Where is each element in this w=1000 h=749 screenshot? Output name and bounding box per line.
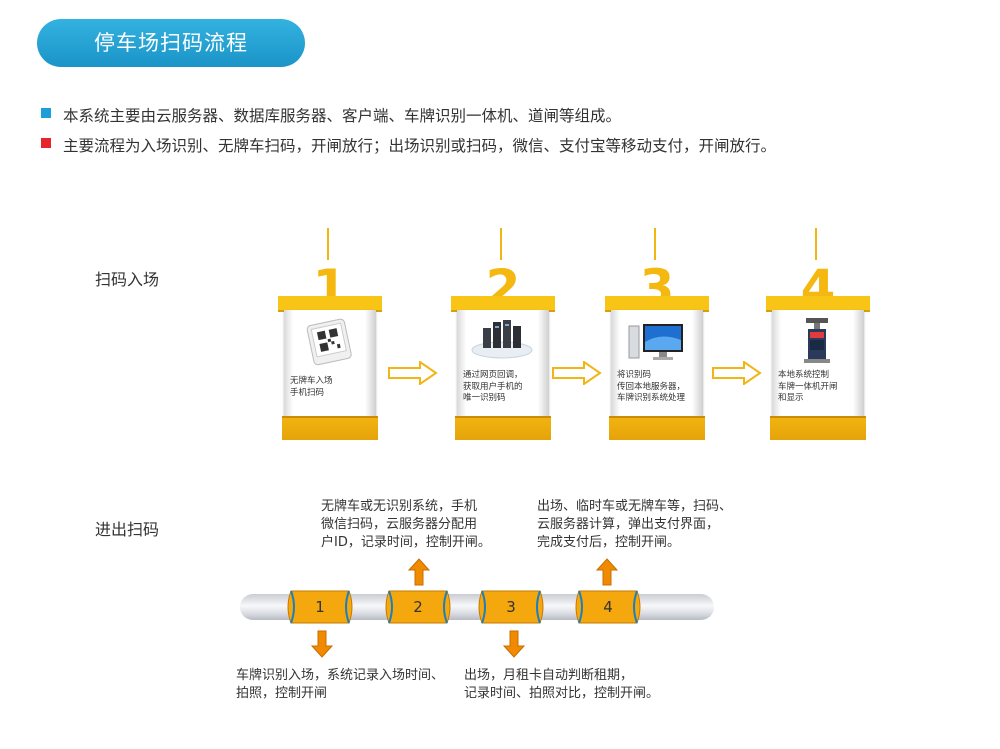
step-card-3: 3 将识别码 传回本地服务器， 车牌识别系统处理 — [605, 228, 709, 450]
caption-line: 将识别码 — [617, 370, 652, 380]
joint-number: 3 — [506, 598, 516, 616]
joint-number: 1 — [315, 598, 325, 616]
step-caption: 无牌车入场 手机扫码 — [290, 376, 376, 399]
red-square-icon — [41, 138, 51, 148]
tablet-qr-icon — [306, 318, 352, 366]
gate-camera-icon — [804, 318, 830, 363]
section-label-scan-in-out: 进出扫码 — [95, 520, 160, 539]
step-card-1: 1 无牌车入场 手机扫码 — [278, 228, 382, 450]
step-caption: 将识别码 传回本地服务器， 车牌识别系统处理 — [617, 370, 703, 405]
step-caption: 本地系统控制 车牌一体机开闸 和显示 — [778, 370, 864, 405]
caption-line: 手机扫码 — [290, 387, 325, 398]
caption-line: 获取用户手机的 — [463, 381, 523, 392]
right-arrow-icon — [388, 361, 438, 385]
note-line: 云服务器计算，弹出支付界面， — [537, 517, 720, 532]
step-bottom-bar — [770, 416, 866, 440]
down-arrow-icon — [311, 630, 333, 658]
caption-line: 本地系统控制 — [778, 370, 830, 380]
up-arrow-icon — [408, 558, 430, 586]
note-line: 出场，月租卡自动判断租期， — [464, 668, 634, 683]
step-card-4: 4 本地系统控制 车牌一体机开闸 和显示 — [766, 228, 870, 450]
pipe-joint-2 — [385, 590, 451, 624]
pipe-joint-3 — [478, 590, 544, 624]
caption-line: 传回本地服务器， — [617, 381, 686, 392]
step-connector-line — [654, 228, 656, 260]
down-arrow-icon — [503, 630, 525, 658]
note-line: 拍照，控制开闸 — [236, 686, 328, 701]
note-line: 记录时间、拍照对比，控制开闸。 — [464, 686, 660, 701]
note-line: 微信扫码，云服务器分配用 — [321, 517, 478, 532]
page-title: 停车场扫码流程 — [37, 19, 305, 67]
caption-line: 唯一识别码 — [463, 393, 506, 403]
step-card-2: 2 通过网页回调， 获取用户手机的 唯一识别码 — [451, 228, 555, 450]
step-bottom-bar — [609, 416, 705, 440]
note-line: 无牌车或无识别系统，手机 — [321, 499, 478, 514]
note-line: 出场、临时车或无牌车等，扫码、 — [537, 499, 733, 514]
right-arrow-icon — [712, 361, 762, 385]
step-connector-line — [327, 228, 329, 260]
section-label-scan-entry: 扫码入场 — [95, 270, 160, 289]
caption-line: 车牌一体机开闸 — [778, 381, 838, 392]
pipe-joint-1 — [287, 590, 353, 624]
note-scan-entry: 无牌车或无识别系统，手机 微信扫码，云服务器分配用 户ID，记录时间，控制开闸。 — [321, 498, 491, 552]
note-scan-exit: 出场、临时车或无牌车等，扫码、 云服务器计算，弹出支付界面， 完成支付后，控制开… — [537, 498, 732, 552]
step-bottom-bar — [455, 416, 551, 440]
note-line: 户ID，记录时间，控制开闸。 — [321, 535, 491, 550]
blue-square-icon — [41, 108, 51, 118]
step-connector-line — [500, 228, 502, 260]
up-arrow-icon — [596, 558, 618, 586]
caption-line: 无牌车入场 — [290, 376, 333, 386]
joint-number: 4 — [603, 598, 613, 616]
computer-icon — [628, 324, 683, 360]
note-plate-entry: 车牌识别入场，系统记录入场时间、 拍照，控制开闸 — [236, 667, 444, 703]
caption-line: 通过网页回调， — [463, 370, 523, 380]
note-line: 车牌识别入场，系统记录入场时间、 — [236, 668, 445, 683]
right-arrow-icon — [552, 361, 602, 385]
bullet-text: 本系统主要由云服务器、数据库服务器、客户端、车牌识别一体机、道闸等组成。 — [63, 107, 622, 125]
step-connector-line — [815, 228, 817, 260]
note-monthly-exit: 出场，月租卡自动判断租期， 记录时间、拍照对比，控制开闸。 — [464, 667, 659, 703]
joint-number: 2 — [413, 598, 423, 616]
pipe-joint-4 — [575, 590, 641, 624]
step-caption: 通过网页回调， 获取用户手机的 唯一识别码 — [463, 370, 549, 405]
note-line: 完成支付后，控制开闸。 — [537, 535, 681, 550]
cloud-servers-icon — [471, 320, 533, 359]
caption-line: 车牌识别系统处理 — [617, 393, 686, 403]
step-bottom-bar — [282, 416, 378, 440]
caption-line: 和显示 — [778, 393, 804, 403]
bullet-text: 主要流程为入场识别、无牌车扫码，开闸放行；出场识别或扫码，微信、支付宝等移动支付… — [63, 137, 777, 155]
